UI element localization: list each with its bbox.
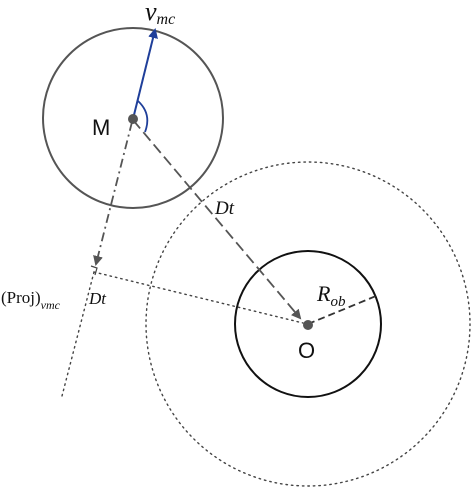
point-m-dot <box>128 114 138 124</box>
agent-m-circle <box>42 27 224 209</box>
projection-dashdot-line <box>93 121 133 266</box>
point-o-dot <box>303 320 313 330</box>
radius-label: Rob <box>316 281 346 310</box>
angle-arc <box>137 100 149 133</box>
velocity-vector-arrow <box>132 28 158 120</box>
projection-dt-label: Dt <box>88 289 107 308</box>
m-to-o-dashed-line <box>132 119 302 320</box>
point-m-label: M <box>92 115 110 140</box>
velocity-label: vmc <box>145 0 175 28</box>
obstacle-o-circle <box>234 250 382 398</box>
projection-extension-dotted-line <box>61 271 95 397</box>
point-o-label: O <box>298 338 315 363</box>
safety-zone-circle <box>145 161 471 487</box>
distance-dt-label: Dt <box>214 198 235 219</box>
right-angle-marker <box>90 265 98 276</box>
radius-dashed-line <box>307 295 377 325</box>
projection-to-o-dotted-line <box>93 271 304 324</box>
projection-label: (Proj)vmc <box>1 288 61 312</box>
